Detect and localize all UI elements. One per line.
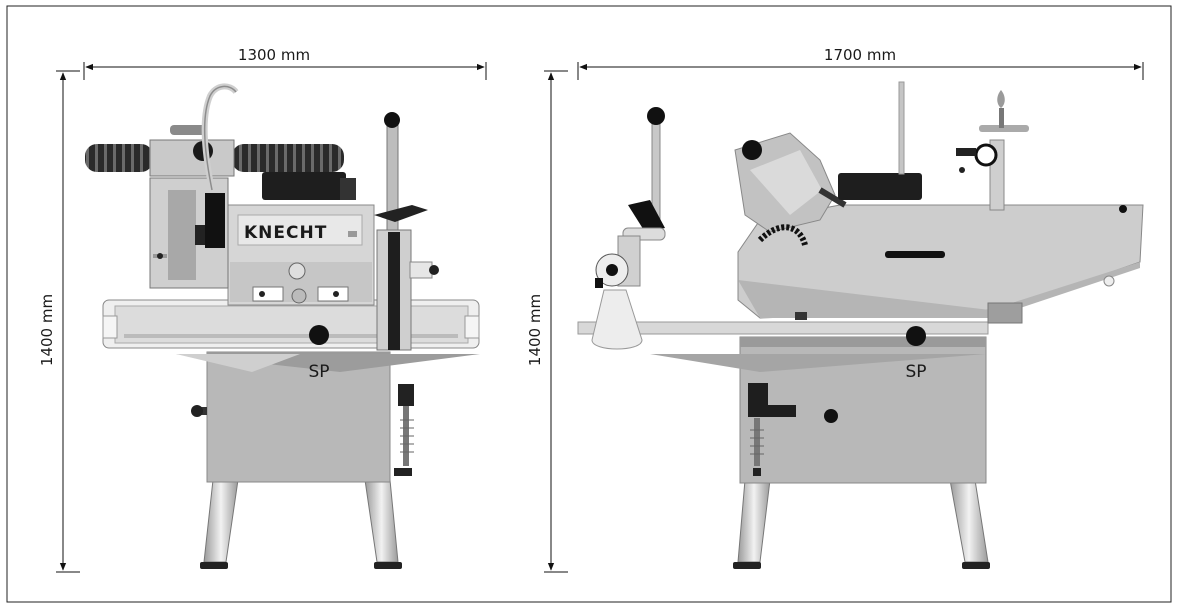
side-height-dimension: 1400 mm: [526, 70, 568, 573]
center-of-gravity-marker-front: [309, 325, 329, 345]
front-width-label: 1300 mm: [238, 46, 310, 64]
front-width-dimension: 1300 mm: [83, 46, 487, 80]
front-height-dimension: 1400 mm: [38, 70, 80, 573]
drawing-border: [6, 5, 1172, 603]
front-machine-illustration: KNECHT: [85, 83, 480, 569]
brand-label: KNECHT: [244, 223, 327, 243]
side-sp-label: SP: [905, 362, 926, 382]
side-height-label: 1400 mm: [526, 294, 544, 366]
side-view: 1700 mm 1400 mm: [526, 46, 1144, 573]
center-of-gravity-marker-side: [906, 326, 926, 346]
side-width-dimension: 1700 mm: [577, 46, 1144, 80]
side-width-label: 1700 mm: [824, 46, 896, 64]
front-view: 1300 mm 1400 mm: [38, 46, 487, 573]
side-machine-illustration: SP: [577, 81, 1144, 569]
front-sp-label: SP: [308, 362, 329, 382]
front-height-label: 1400 mm: [38, 294, 56, 366]
